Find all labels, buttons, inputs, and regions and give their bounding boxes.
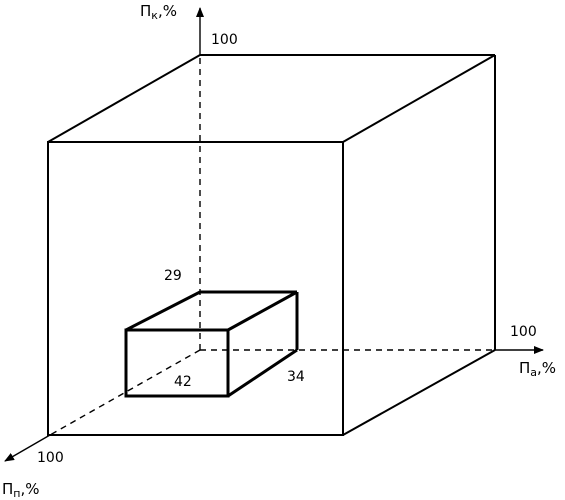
inner-box-front-label: 42 (174, 374, 192, 390)
right-axis-max-label: 100 (510, 324, 537, 340)
outer-cube-top-left-edge (47, 54, 201, 143)
inner-box-top-right-edge (227, 290, 298, 332)
outer-cube-bottom-right-edge (342, 349, 496, 436)
dashed-axes (49, 55, 495, 436)
inner-box-top-left-edge (125, 290, 201, 332)
outer-cube-front-face (47, 141, 344, 436)
outer-cube-top-right-edge (342, 54, 496, 143)
outer-cube (47, 54, 496, 436)
front-axis-label: Пп,% (2, 480, 40, 500)
front-axis-arrow (4, 434, 51, 462)
inner-box (124, 290, 299, 398)
front-axis-dashed (49, 349, 201, 436)
inner-box-right-label: 34 (287, 369, 305, 385)
vertical-axis-label: Пк,% (140, 2, 177, 22)
inner-box-height-label: 29 (164, 268, 182, 284)
inner-box-bottom-right-edge (227, 348, 298, 398)
vertical-axis-max-label: 100 (211, 32, 238, 48)
right-axis-label: Па,% (519, 359, 556, 379)
axis-arrows (4, 7, 544, 462)
front-axis-max-label: 100 (37, 450, 64, 466)
